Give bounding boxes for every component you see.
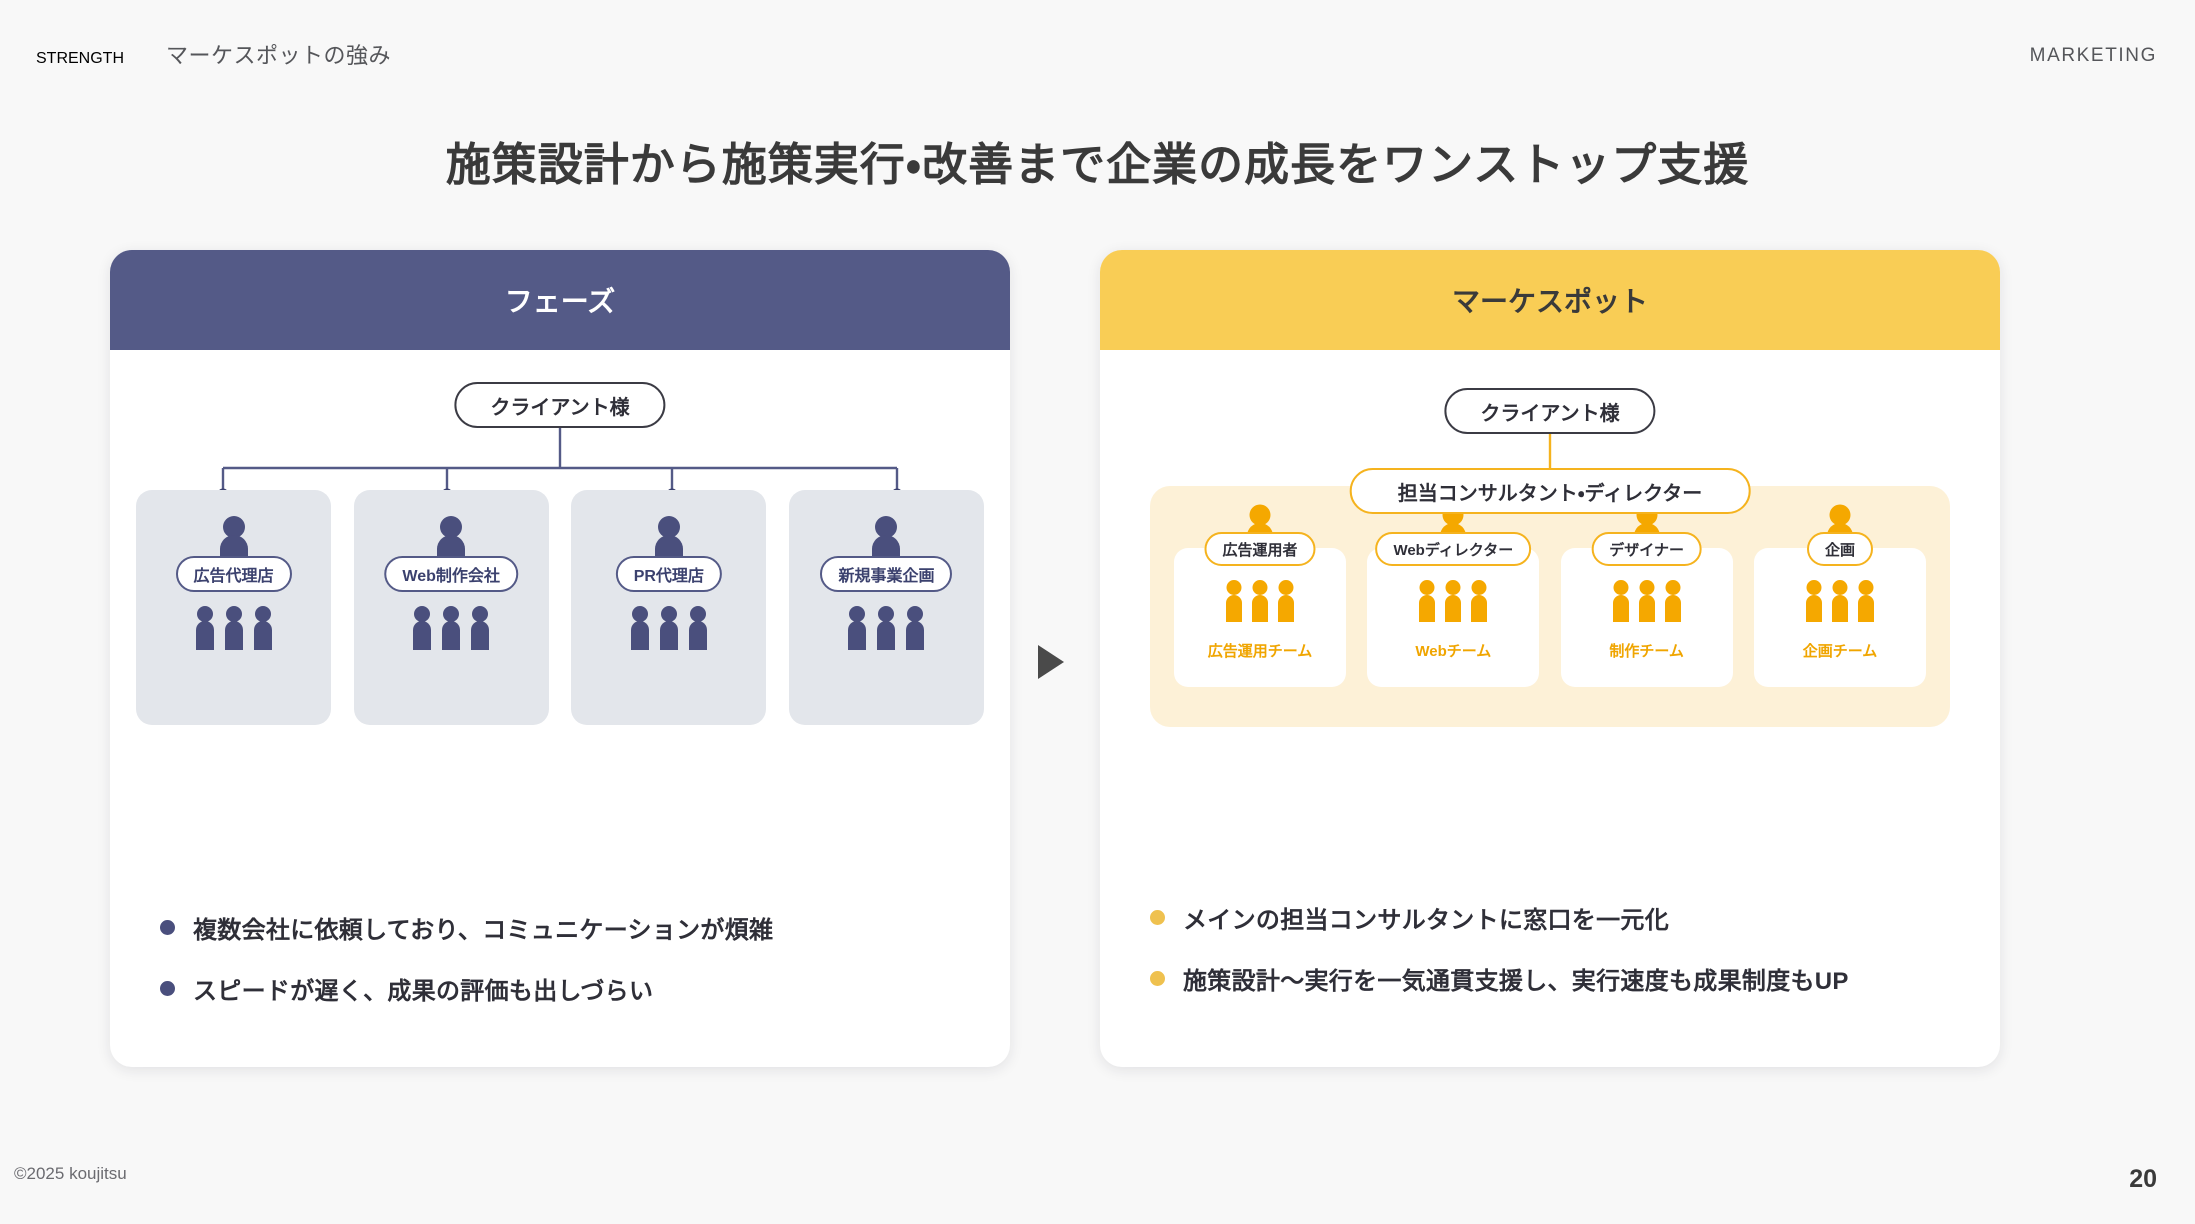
person-icon <box>659 606 678 650</box>
header-subtitle: マーケスポットの強み <box>166 43 392 68</box>
left-columns: 広告代理店 Web制作会社 <box>136 490 984 725</box>
left-column-item: 広告代理店 <box>136 490 331 725</box>
right-column-item: 企画 企画チーム <box>1753 504 1926 687</box>
left-column-item: Web制作会社 <box>353 490 549 725</box>
left-role-label: 広告代理店 <box>175 556 292 592</box>
team-people-icons <box>1804 580 1876 622</box>
person-icon <box>1278 580 1294 622</box>
left-panel-title: フェーズ <box>110 250 1010 350</box>
right-panel-card: マーケスポット クライアント様 担当コンサルタント・ディレクター 広告運用者 <box>1100 250 2000 1067</box>
right-bullet-list: メインの担当コンサルタントに窓口を一元化 施策設計〜実行を一気通貫支援し、実行速… <box>1150 900 1960 1022</box>
left-column-item: PR代理店 <box>571 490 767 725</box>
page-title: 施策設計から施策実行・改善まで企業の成長をワンストップ支援 <box>445 139 1750 190</box>
right-columns: 広告運用者 広告運用チーム Webディレクター <box>1174 504 1926 687</box>
person-icon <box>1857 580 1874 622</box>
person-icon <box>1664 580 1681 622</box>
bullet-dot-icon <box>1150 910 1165 925</box>
bullet-text: 施策設計〜実行を一気通貫支援し、実行速度も成果制度もUP <box>1183 968 1849 995</box>
left-bullet-list: 複数会社に依頼しており、コミュニケーションが煩雑 スピードが遅く、成果の評価も出… <box>160 910 970 1032</box>
team-people-icons <box>629 606 709 650</box>
person-icon <box>1638 580 1655 622</box>
bullet-text: 複数会社に依頼しており、コミュニケーションが煩雑 <box>193 917 774 944</box>
person-icon <box>1805 580 1822 622</box>
left-panel-card: フェーズ クライアント様 <box>110 250 1010 1067</box>
person-icon <box>195 606 214 650</box>
left-column-item: 新規事業企画 <box>788 490 984 725</box>
right-column-item: 広告運用者 広告運用チーム <box>1174 504 1346 687</box>
team-people-icons <box>411 606 491 650</box>
list-item: メインの担当コンサルタントに窓口を一元化 <box>1150 900 1960 935</box>
team-name-label: 制作チーム <box>1609 643 1684 660</box>
person-icon <box>1471 580 1488 622</box>
right-role-label: デザイナー <box>1591 532 1703 566</box>
person-icon <box>877 606 896 650</box>
left-panel-body: クライアント様 <box>110 350 1010 1067</box>
right-column-item: Webディレクター Webチーム <box>1367 504 1540 687</box>
person-icon <box>471 606 490 650</box>
team-name-label: 広告運用チーム <box>1207 643 1313 660</box>
left-role-label: PR代理店 <box>615 556 722 592</box>
right-panel-body: クライアント様 担当コンサルタント・ディレクター 広告運用者 <box>1100 350 2000 1067</box>
bullet-text: スピードが遅く、成果の評価も出しづらい <box>193 978 654 1005</box>
team-people-icons <box>846 606 926 650</box>
right-role-label: Webディレクター <box>1375 532 1532 566</box>
team-name-label: 企画チーム <box>1802 643 1878 660</box>
bullet-dot-icon <box>160 920 175 935</box>
person-icon <box>224 606 243 650</box>
slide-header: STRENGTH マーケスポットの強み <box>36 38 391 70</box>
list-item: 複数会社に依頼しており、コミュニケーションが煩雑 <box>160 910 970 945</box>
left-role-label: Web制作会社 <box>384 556 518 592</box>
right-role-label: 企画 <box>1806 532 1873 566</box>
bullet-dot-icon <box>1150 971 1165 986</box>
team-people-icons <box>1417 580 1489 622</box>
person-icon <box>1445 580 1462 622</box>
person-icon <box>1226 580 1242 622</box>
team-name-label: Webチーム <box>1415 643 1492 660</box>
left-role-label: 新規事業企画 <box>820 556 953 592</box>
list-item: 施策設計〜実行を一気通貫支援し、実行速度も成果制度もUP <box>1150 961 1960 996</box>
play-triangle-icon <box>1038 645 1064 679</box>
right-panel-title: マーケスポット <box>1100 250 2000 350</box>
bullet-dot-icon <box>160 981 175 996</box>
person-icon <box>848 606 867 650</box>
copyright-text: ©2025 koujitsu <box>14 1164 127 1183</box>
team-people-icons <box>194 606 274 650</box>
team-people-icons <box>1224 580 1296 622</box>
team-people-icons <box>1611 580 1683 622</box>
person-icon <box>906 606 925 650</box>
person-icon <box>688 606 707 650</box>
person-icon <box>413 606 432 650</box>
person-icon <box>1419 580 1436 622</box>
left-client-node: クライアント様 <box>454 382 666 428</box>
person-icon <box>442 606 461 650</box>
person-icon <box>253 606 272 650</box>
person-icon <box>1252 580 1268 622</box>
person-icon <box>630 606 649 650</box>
person-icon <box>1831 580 1848 622</box>
right-role-label: 広告運用者 <box>1204 532 1316 566</box>
right-column-item: デザイナー 制作チーム <box>1560 504 1733 687</box>
right-client-node: クライアント様 <box>1444 388 1656 434</box>
list-item: スピードが遅く、成果の評価も出しづらい <box>160 971 970 1006</box>
person-icon <box>1612 580 1629 622</box>
header-category-label: MARKETING <box>2029 45 2157 66</box>
bullet-text: メインの担当コンサルタントに窓口を一元化 <box>1183 907 1669 934</box>
right-director-node: 担当コンサルタント・ディレクター <box>1349 468 1751 514</box>
page-number: 20 <box>2129 1165 2157 1193</box>
header-kicker: STRENGTH <box>36 50 124 67</box>
